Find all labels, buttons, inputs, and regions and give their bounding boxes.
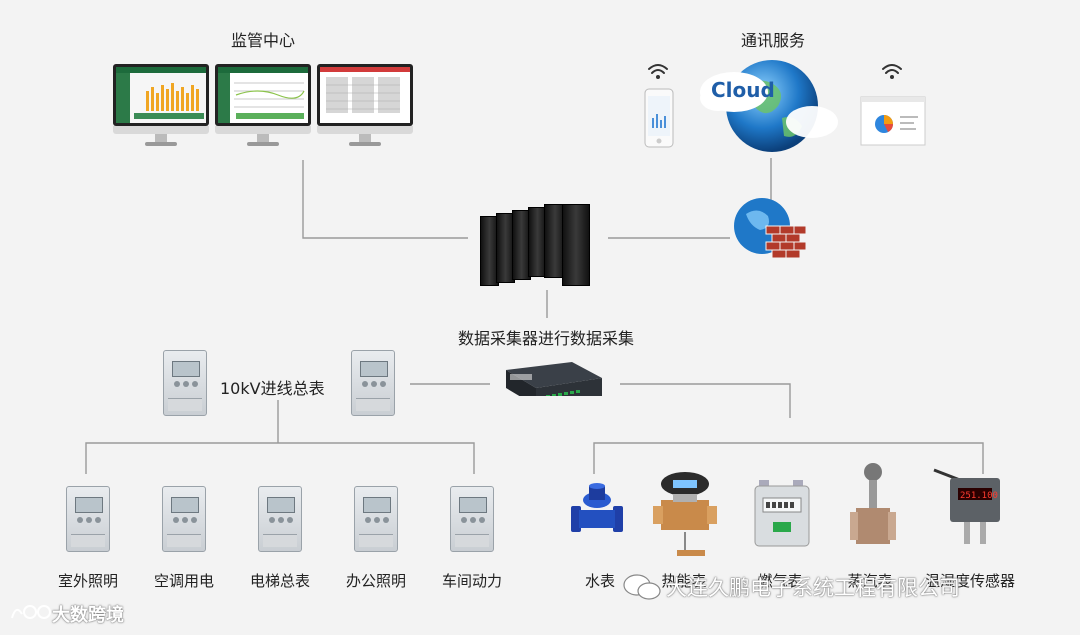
meter-air-conditioning: [162, 486, 206, 552]
table-icon: [234, 82, 305, 119]
main-meter-right: [351, 350, 395, 416]
brand-watermark: 大数跨境: [52, 605, 124, 626]
bar-chart-icon: [134, 83, 204, 119]
steam-meter-icon: [850, 463, 896, 544]
water-meter-icon: [571, 483, 623, 532]
sensor-label-water: 水表: [584, 572, 616, 590]
sensor-label-steam: 蒸汽表: [847, 572, 893, 590]
web-report-icon: [860, 96, 926, 146]
sensor-label-gas: 燃气表: [757, 572, 803, 590]
data-collector-gateway: [506, 362, 602, 396]
main-meter-label: 10kV进线总表: [220, 379, 325, 398]
cloud-globe-icon: [700, 60, 838, 152]
monitor-dashboard-chart: [113, 64, 209, 150]
monitor-data-grid: [317, 64, 413, 150]
meter-elevator: [258, 486, 302, 552]
monitor-dashboard-table: [215, 64, 311, 150]
communication-service-title: 通讯服务: [740, 31, 806, 50]
brand-logo-icon: [11, 605, 51, 619]
meter-outdoor-lighting: [66, 486, 110, 552]
meter-workshop-power: [450, 486, 494, 552]
gas-meter-icon: [754, 480, 810, 547]
main-meter-left: [163, 350, 207, 416]
meter-label-outdoor: 室外照明: [57, 572, 119, 590]
wechat-icon: [623, 574, 661, 600]
meter-label-elevator: 电梯总表: [249, 572, 311, 590]
smartphone-icon: [644, 88, 674, 148]
company-watermark: 大连久鹏电子系统工程有限公司: [666, 576, 960, 600]
grid-icon: [326, 77, 400, 113]
meter-label-workshop: 车间动力: [441, 572, 503, 590]
server-rack: [480, 204, 594, 288]
svg-text:251.100: 251.100: [960, 491, 998, 501]
cloud-label: Cloud: [711, 78, 775, 102]
wifi-icon: [648, 64, 668, 79]
meter-label-office: 办公照明: [345, 572, 407, 590]
heat-meter-icon: [653, 472, 717, 556]
temp-humidity-sensor-icon: 251.100: [933, 468, 1000, 544]
monitoring-center-title: 监管中心: [230, 31, 296, 50]
sensor-label-heat: 热能表: [661, 572, 707, 590]
wifi-icon-right: [882, 64, 902, 79]
meter-label-aircon: 空调用电: [153, 572, 215, 590]
collector-caption: 数据采集器进行数据采集: [457, 329, 635, 348]
meter-office-lighting: [354, 486, 398, 552]
sensor-label-temp-humidity: 温湿度传感器: [924, 572, 1016, 590]
firewall-icon: [734, 198, 807, 259]
